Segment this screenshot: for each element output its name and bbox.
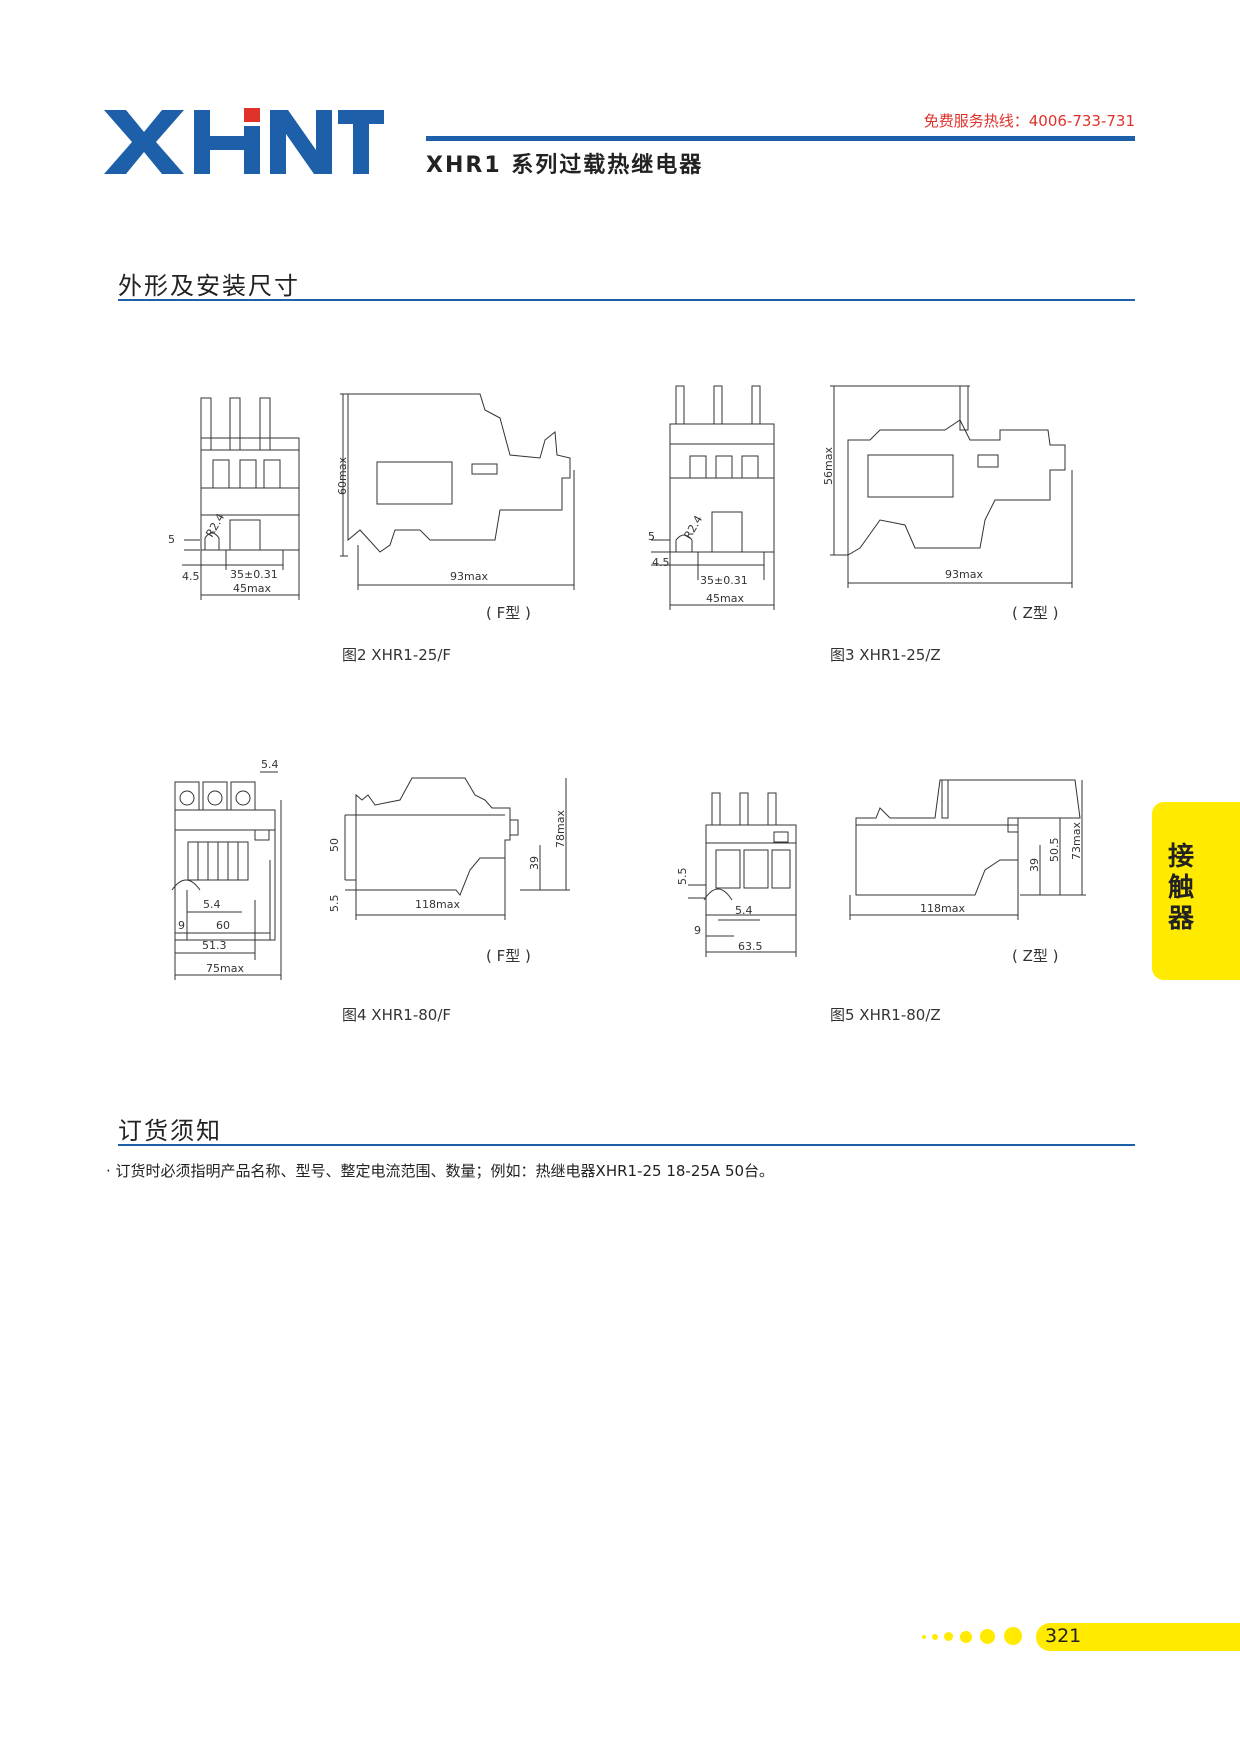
hotline-text: 免费服务热线：4006-733-731 <box>923 112 1135 130</box>
header-divider <box>426 136 1135 141</box>
fig2-dim-5: 5 <box>168 533 175 546</box>
fig4-dim-54-top: 5.4 <box>261 758 279 771</box>
fig5-dim-h73: 73max <box>1070 822 1083 860</box>
section-title-ordering: 订货须知 <box>118 1117 222 1145</box>
page-number-badge <box>1036 1623 1240 1651</box>
fig5-type-label: ( Z型 ) <box>1012 947 1059 965</box>
fig4-dim-h50: 50 <box>328 838 341 852</box>
fig2-dim-35: 35±0.31 <box>230 568 278 581</box>
fig5-dim-h39: 39 <box>1028 858 1041 872</box>
fig4-dim-9: 9 <box>178 919 185 932</box>
fig5-side-view <box>855 779 1081 896</box>
fig5-dim-635: 63.5 <box>738 940 763 953</box>
fig4-dim-h39: 39 <box>528 856 541 870</box>
page-dot <box>944 1632 953 1641</box>
brand-logo <box>104 106 384 180</box>
fig2-dim-w45: 45max <box>233 582 271 595</box>
fig4-front-view <box>171 781 276 941</box>
fig4-dim-w75: 75max <box>206 962 244 975</box>
fig4-dim-54: 5.4 <box>203 898 221 911</box>
fig3-dim-35: 35±0.31 <box>700 574 748 587</box>
fig4-side-view <box>355 777 519 896</box>
fig2-caption: 图2 XHR1-25/F <box>342 646 452 664</box>
fig3-dim-h56: 56max <box>822 447 835 485</box>
fig5-front-view <box>703 792 797 916</box>
page-dot <box>932 1634 938 1640</box>
fig5-dim-54: 5.4 <box>735 904 753 917</box>
side-tab: 接触器 <box>1152 802 1240 980</box>
fig3-front-view <box>669 385 775 553</box>
fig2-dim-45: 4.5 <box>182 570 200 583</box>
section-divider <box>118 299 1135 301</box>
section-divider <box>118 1144 1135 1146</box>
fig2-side-view <box>347 393 571 553</box>
fig5-dim-h55: 5.5 <box>676 868 689 886</box>
fig4-type-label: ( F型 ) <box>486 947 531 965</box>
fig4-dim-h55: 5.5 <box>328 895 341 913</box>
fig3-caption: 图3 XHR1-25/Z <box>830 646 941 664</box>
ordering-note: · 订货时必须指明产品名称、型号、整定电流范围、数量；例如：热继电器XHR1-2… <box>106 1162 775 1180</box>
document-title: XHR1 系列过载热继电器 <box>426 153 704 178</box>
fig4-caption: 图4 XHR1-80/F <box>342 1006 452 1024</box>
page-dot <box>1004 1627 1022 1645</box>
fig3-dim-w45: 45max <box>706 592 744 605</box>
fig3-dim-45: 4.5 <box>652 556 670 569</box>
fig2-dim-h60: 60max <box>336 457 349 495</box>
fig5-dim-l118: 118max <box>920 902 965 915</box>
fig3-dim-l93: 93max <box>945 568 983 581</box>
side-tab-label: 接触器 <box>1167 842 1194 934</box>
fig2-front-view <box>200 397 300 551</box>
fig5-caption: 图5 XHR1-80/Z <box>830 1006 941 1024</box>
page-dot <box>922 1635 926 1639</box>
section-title-dimensions: 外形及安装尺寸 <box>118 272 300 300</box>
fig5-dim-h505: 50.5 <box>1048 838 1061 863</box>
fig3-side-view <box>847 385 1066 556</box>
fig5-dim-9: 9 <box>694 924 701 937</box>
page-dot <box>960 1631 972 1643</box>
fig4-dim-60: 60 <box>216 919 230 932</box>
page-number: 321 <box>1045 1625 1082 1647</box>
fig4-dim-513: 51.3 <box>202 939 227 952</box>
fig4-dim-h78: 78max <box>554 810 567 848</box>
fig3-dim-r: R2.4 <box>681 513 705 541</box>
fig4-dim-l118: 118max <box>415 898 460 911</box>
fig2-type-label: ( F型 ) <box>486 604 531 622</box>
fig3-dim-5: 5 <box>648 530 655 543</box>
fig3-type-label: ( Z型 ) <box>1012 604 1059 622</box>
page-dot <box>980 1629 995 1644</box>
fig2-dim-l93: 93max <box>450 570 488 583</box>
